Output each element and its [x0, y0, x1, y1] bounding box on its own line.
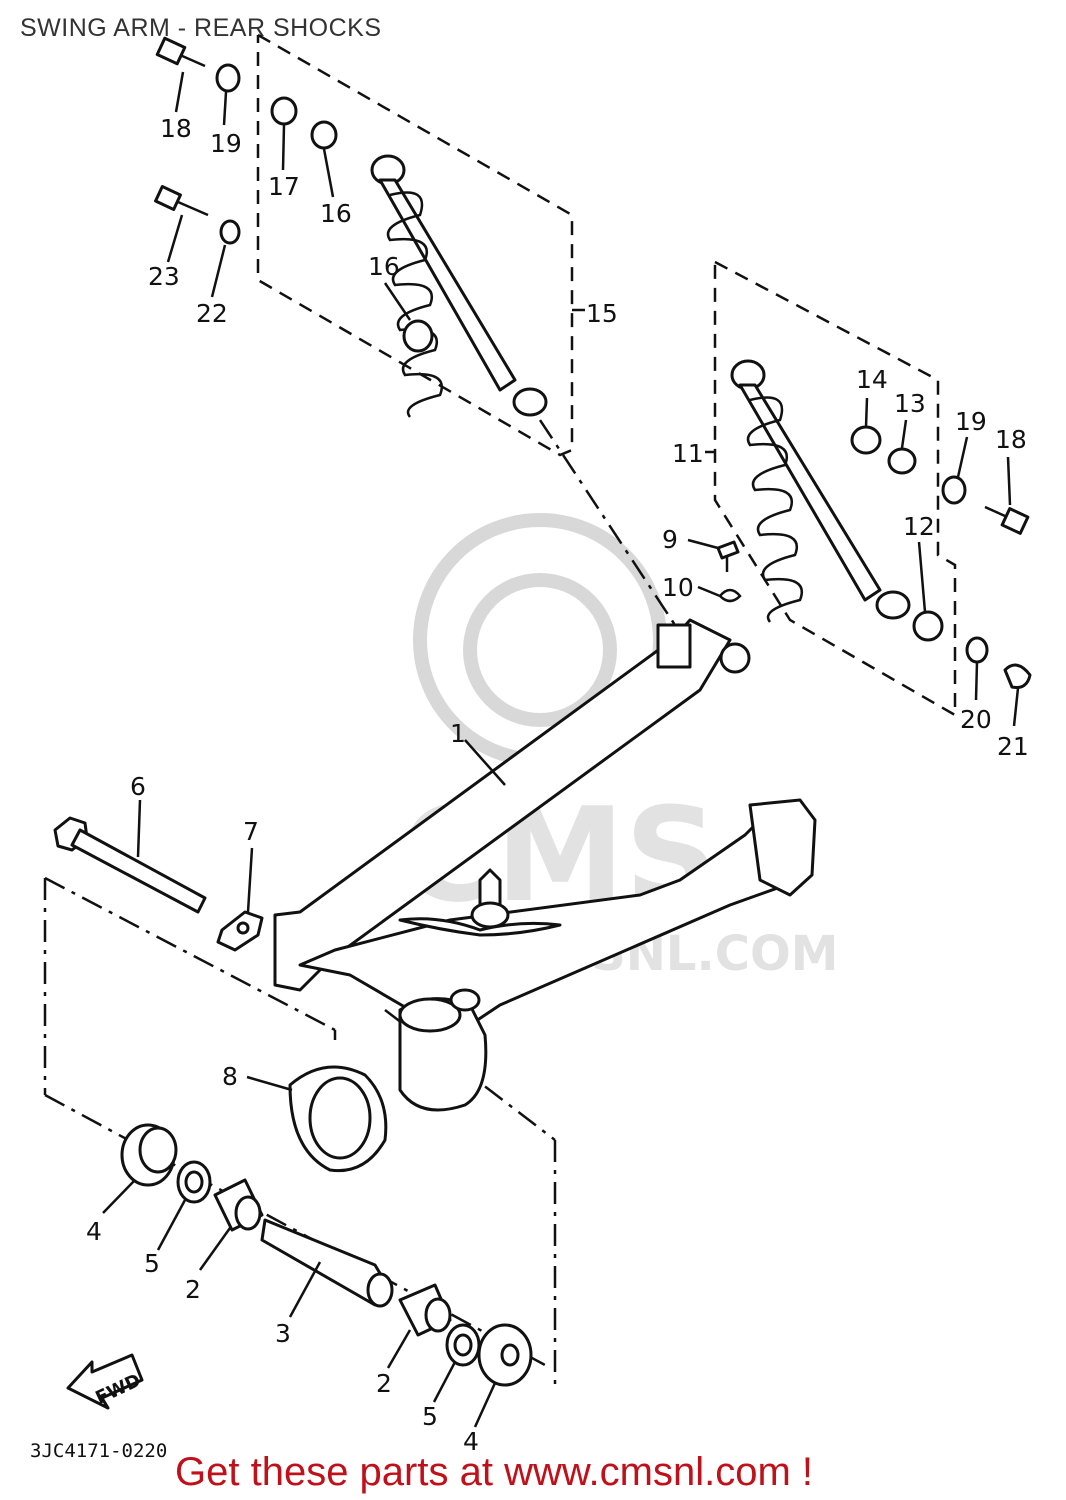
bearings-and-bushings: [120, 1123, 533, 1387]
diagram-title: SWING ARM - REAR SHOCKS: [20, 14, 382, 42]
callout-4-left: 4: [86, 1217, 102, 1246]
rear-shock-absorber-right: [730, 359, 911, 623]
callout-8: 8: [222, 1062, 238, 1091]
callout-18-top: 18: [160, 114, 192, 143]
callout-20: 20: [960, 705, 992, 734]
callout-16-lower: 16: [368, 252, 400, 281]
callout-7: 7: [243, 817, 259, 846]
callout-3: 3: [275, 1319, 291, 1348]
callout-22: 22: [196, 299, 228, 328]
swing-arm: [273, 618, 817, 1112]
callout-9: 9: [662, 525, 678, 554]
callout-15: 15: [586, 299, 618, 328]
dust-cover: [288, 1065, 388, 1173]
callout-14: 14: [856, 365, 888, 394]
drawing-code: 3JC4171-0220: [30, 1440, 168, 1462]
footer-link-text[interactable]: Get these parts at www.cmsnl.com !: [175, 1450, 813, 1494]
callout-2-right: 2: [376, 1369, 392, 1398]
pivot-shaft-and-plate: [53, 816, 264, 952]
callout-labels: 18 19 17 16 16 23 22 15 14 13 19 18 11 1…: [86, 114, 1029, 1456]
leader-lines: [102, 71, 1020, 1428]
shock-assembly-11-box: [705, 260, 957, 718]
forward-arrow: FWD: [66, 1353, 144, 1410]
rear-shock-absorber-left: [370, 154, 548, 418]
small-hardware: [154, 36, 1032, 689]
shock-assembly-15-box: [256, 33, 585, 457]
callout-1: 1: [450, 719, 466, 748]
callout-6: 6: [130, 772, 146, 801]
callout-21: 21: [997, 732, 1029, 761]
callout-17: 17: [268, 172, 300, 201]
callout-10: 10: [662, 573, 694, 602]
callout-5-right: 5: [422, 1402, 438, 1431]
callout-2-left: 2: [185, 1275, 201, 1304]
callout-23: 23: [148, 262, 180, 291]
callout-13: 13: [894, 389, 926, 418]
callout-11: 11: [672, 439, 704, 468]
callout-4-right: 4: [463, 1427, 479, 1456]
callout-12: 12: [903, 512, 935, 541]
callout-18-right: 18: [995, 425, 1027, 454]
callout-5-left: 5: [144, 1249, 160, 1278]
callout-16-top: 16: [320, 199, 352, 228]
callout-19-top: 19: [210, 129, 242, 158]
callout-19-right: 19: [955, 407, 987, 436]
